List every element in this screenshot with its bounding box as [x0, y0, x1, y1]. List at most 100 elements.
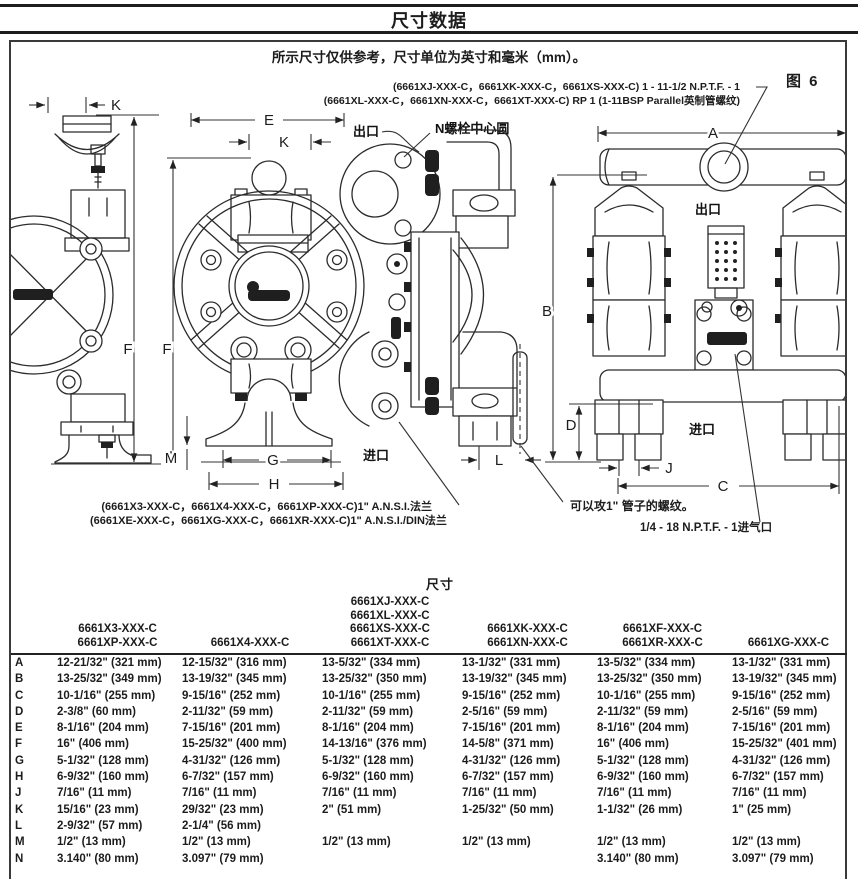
- dimension-value: 1/2" (13 mm): [182, 836, 251, 849]
- dimension-value: 4-31/32" (126 mm): [732, 754, 831, 767]
- dimension-value: 2-11/32" (59 mm): [597, 705, 689, 718]
- dimension-value: 13-1/32" (331 mm): [732, 657, 831, 669]
- dimension-value: 2-3/8" (60 mm): [57, 705, 136, 718]
- dimension-value: 6-7/32" (157 mm): [462, 771, 554, 784]
- dimension-value: 2-5/16" (59 mm): [732, 705, 818, 718]
- row-label-column-header: [11, 588, 55, 655]
- dimension-value: 3.140" (80 mm): [597, 852, 679, 865]
- dimension-value: 14-13/16" (376 mm): [322, 738, 427, 751]
- dimension-value: 13-19/32" (345 mm): [732, 673, 837, 686]
- dimension-value: 13-25/32" (349 mm): [57, 673, 162, 686]
- dimension-value: 4-31/32" (126 mm): [182, 754, 281, 767]
- dimension-value: 1-25/32" (50 mm): [462, 803, 554, 816]
- dimension-value: 8-1/16" (204 mm): [322, 722, 414, 735]
- dimension-value: [320, 851, 460, 867]
- row-label: A: [15, 657, 24, 669]
- dimension-value: 2-11/32" (59 mm): [322, 705, 414, 718]
- dimension-value: 16" (406 mm): [57, 738, 129, 751]
- dimension-value: 12-21/32" (321 mm): [57, 657, 162, 669]
- dimension-value: 7/16" (11 mm): [732, 787, 807, 800]
- pump-side-view-left: K: [11, 95, 161, 465]
- dimension-value: 6-9/32" (160 mm): [57, 771, 149, 784]
- outlet-label-back: 出口: [695, 202, 721, 217]
- dimension-value: 7/16" (11 mm): [462, 787, 537, 800]
- dimension-value: 15-25/32" (400 mm): [182, 738, 287, 751]
- dimension-value: 13-25/32" (350 mm): [322, 673, 427, 686]
- model-number: 6661XR-XXX-C: [622, 636, 703, 649]
- dimension-value: 15-25/32" (401 mm): [732, 738, 837, 751]
- thread-spec-note: (6661XJ-XXX-C，6661XK-XXX-C，6661XS-XXX-C)…: [300, 81, 740, 108]
- dimension-value: 10-1/16" (255 mm): [57, 689, 156, 702]
- table-row-C: C 10-1/16" (255 mm) 9-15/16" (252 mm) 10-1/…: [11, 688, 847, 704]
- dimension-value: 5-1/32" (128 mm): [322, 754, 414, 767]
- dimension-value: 5-1/32" (128 mm): [57, 754, 149, 767]
- dimension-value: 7-15/16" (201 mm): [182, 722, 281, 735]
- dimension-value: 2-11/32" (59 mm): [182, 705, 274, 718]
- dim-label-f1: F: [123, 341, 132, 358]
- dimension-value: 29/32" (23 mm): [182, 803, 264, 816]
- dimension-value: 1/2" (13 mm): [462, 836, 531, 849]
- dimension-value: 13-19/32" (345 mm): [462, 673, 567, 686]
- row-label: E: [15, 722, 23, 735]
- column-header-2: 6661X4-XXX-C: [180, 588, 320, 655]
- dimension-value: 9-15/16" (252 mm): [732, 689, 831, 702]
- dimension-value: 7/16" (11 mm): [322, 787, 397, 800]
- air-inlet-note: 1/4 - 18 N.P.T.F. - 1进气口: [640, 522, 773, 534]
- dimension-value: [460, 818, 595, 834]
- dimension-value: 7/16" (11 mm): [182, 787, 257, 800]
- top-rule: [0, 4, 858, 7]
- model-number: 6661XJ-XXX-C: [350, 596, 430, 608]
- row-label: B: [15, 673, 24, 686]
- figure-note: 所示尺寸仅供参考，尺寸单位为英寸和毫米（mm）。: [271, 50, 587, 65]
- model-number: 6661X4-XXX-C: [210, 636, 290, 649]
- dimension-value: 7-15/16" (201 mm): [732, 722, 831, 735]
- dimension-value: [460, 851, 595, 867]
- row-label: M: [15, 836, 25, 849]
- model-number: 6661XS-XXX-C: [350, 623, 430, 635]
- dimension-value: 1/2" (13 mm): [57, 836, 126, 849]
- dimension-value: [320, 818, 460, 834]
- dimension-value: [730, 818, 847, 834]
- dimension-value: 1/2" (13 mm): [597, 836, 666, 849]
- row-label: H: [15, 771, 24, 784]
- dimension-value: 1/2" (13 mm): [732, 836, 801, 849]
- thread-spec-line2: (6661XL-XXX-C，6661XN-XXX-C，6661XT-XXX-C)…: [323, 94, 740, 107]
- outlet-label-profile: 出口: [353, 124, 379, 139]
- dim-label-d: D: [566, 417, 577, 434]
- dimension-value: 3.097" (79 mm): [732, 852, 814, 865]
- dimension-value: 13-5/32" (334 mm): [322, 657, 421, 669]
- dimension-value: 1-1/32" (26 mm): [597, 803, 683, 816]
- dimension-value: 5-1/32" (128 mm): [597, 754, 689, 767]
- pump-back-view: A: [539, 86, 845, 523]
- dim-label-l: L: [495, 452, 503, 469]
- dimension-value: 14-5/8" (371 mm): [462, 738, 554, 751]
- row-label: C: [15, 689, 24, 702]
- dimension-value: 10-1/16" (255 mm): [597, 689, 696, 702]
- row-label: G: [15, 754, 24, 767]
- dimension-value: 2-9/32" (57 mm): [57, 819, 143, 832]
- dimension-value: 13-19/32" (345 mm): [182, 673, 287, 686]
- dim-label-k1: K: [111, 97, 121, 114]
- dimension-value: [595, 818, 730, 834]
- model-number: 6661XP-XXX-C: [77, 636, 158, 649]
- model-number: 6661X3-XXX-C: [78, 623, 157, 635]
- dim-label-m: M: [165, 450, 178, 467]
- dim-label-f2: F: [162, 341, 171, 358]
- dim-label-c: C: [718, 478, 729, 495]
- model-number: 6661XN-XXX-C: [487, 636, 568, 649]
- dim-label-h: H: [269, 476, 280, 493]
- dimension-value: 15/16" (23 mm): [57, 803, 139, 816]
- dimension-value: 13-25/32" (350 mm): [597, 673, 702, 686]
- figure-box: K: [9, 40, 847, 879]
- dimension-value: 1" (25 mm): [732, 803, 792, 816]
